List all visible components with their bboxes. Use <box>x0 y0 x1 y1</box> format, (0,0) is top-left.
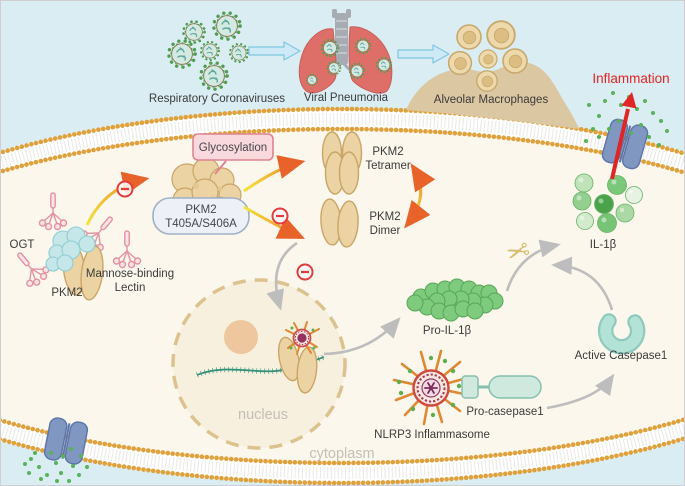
secreted-il1b-dots-right <box>584 91 669 147</box>
nlrp3-inflammasome <box>392 349 470 426</box>
nucleus: nucleus <box>171 278 347 450</box>
label-ogt: OGT <box>10 239 35 251</box>
arrow-caspase-to-cleavage <box>551 256 614 311</box>
il1b-spheres <box>572 173 643 233</box>
label-pkm2-mutant-1: PKM2 <box>185 204 216 216</box>
label-pkm2: PKM2 <box>51 287 82 299</box>
active-caspase1 <box>597 313 646 355</box>
inhibition-icon <box>296 263 314 281</box>
arrow-lungs-to-macrophages <box>397 44 450 64</box>
label-nucleus: nucleus <box>238 407 288 423</box>
label-pro-il1b: Pro-IL-1β <box>423 325 472 337</box>
label-dimer-2: Dimer <box>370 225 401 237</box>
arrow-virus-to-lungs <box>248 41 301 61</box>
label-tetramer-1: PKM2 <box>372 146 403 158</box>
arrow-to-tetramer <box>243 155 306 193</box>
pkm2-tetramer <box>321 131 363 195</box>
arrow-procaspase-to-active <box>546 373 615 410</box>
ogt-pkm2-lectin-complex <box>7 192 123 301</box>
ogt-blob <box>45 226 96 272</box>
label-respiratory-coronaviruses: Respiratory Coronaviruses <box>149 93 285 105</box>
label-active-caspase1: Active Casepase1 <box>575 350 668 362</box>
label-mannose-binding: Mannose-binding <box>86 268 174 280</box>
label-cytoplasm: cytoplasm <box>309 446 374 462</box>
arrow-complex-to-glycosylation <box>85 171 150 226</box>
lungs <box>298 9 393 94</box>
label-inflammation: Inflammation <box>592 71 669 86</box>
label-glycosylation: Glycosylation <box>199 142 267 154</box>
arrow-to-dimer <box>243 205 306 239</box>
label-viral-pneumonia: Viral Pneumonia <box>304 92 389 104</box>
plasma-membrane <box>1 106 684 485</box>
label-dimer-1: PKM2 <box>369 211 400 223</box>
pro-caspase1 <box>461 375 542 399</box>
arrow-dimer-to-nucleus <box>266 241 298 311</box>
arrow-tetramer-dimer-equilibrium <box>404 163 436 229</box>
label-pro-caspase1: Pro-casepase1 <box>466 406 543 418</box>
secretion-red-arrow <box>610 92 637 180</box>
arrow-proil1b-to-il1b <box>505 239 561 292</box>
label-nlrp3: NLRP3 Inflammasome <box>374 429 490 441</box>
inhibition-icon <box>271 207 289 225</box>
nucleolus <box>224 320 258 354</box>
membrane-channel-left <box>43 417 89 465</box>
glycosylation-callout: Glycosylation <box>192 133 274 175</box>
label-pkm2-mutant-2: T405A/S406A <box>165 218 237 230</box>
label-alveolar-macrophages: Alveolar Macrophages <box>434 94 549 106</box>
macrophage-mound <box>406 61 579 129</box>
pkm2-mutant-box: PKM2 T405A/S406A <box>152 197 250 235</box>
nuclear-inflammasome-particle <box>285 321 320 355</box>
pro-il1b-cluster <box>406 278 504 322</box>
secreted-il1b-dots-left <box>23 447 89 483</box>
label-il1b: IL-1β <box>590 239 617 251</box>
label-tetramer-2: Tetramer <box>365 160 411 172</box>
label-lectin: Lectin <box>115 282 146 294</box>
arrow-nucleus-to-proil1b <box>323 317 401 356</box>
inhibition-icon <box>116 180 134 198</box>
nuclear-pkm2-dimer <box>277 336 318 394</box>
pkm2-dimer <box>320 198 359 248</box>
